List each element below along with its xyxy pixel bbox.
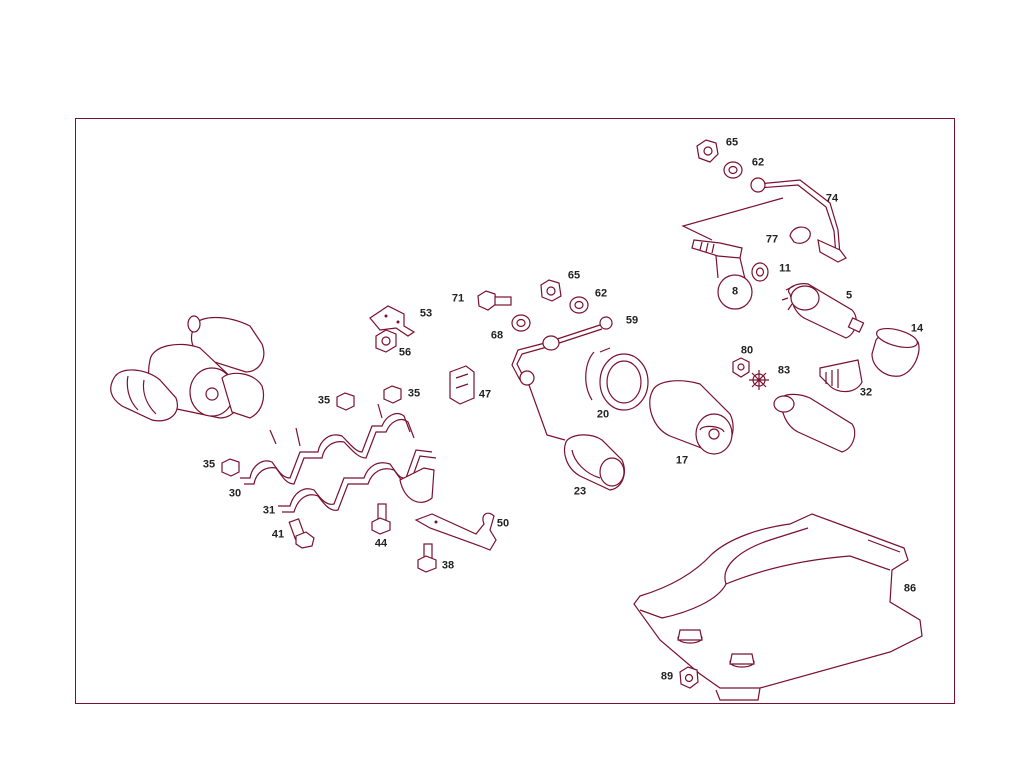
diagram-frame <box>75 118 955 704</box>
part-label-5: 5 <box>845 289 853 302</box>
part-label-62-center: 62 <box>594 287 608 300</box>
part-label-62-upper: 62 <box>751 156 765 169</box>
part-label-41: 41 <box>271 528 285 541</box>
star-washer-83 <box>749 370 769 390</box>
part-label-83: 83 <box>777 364 791 377</box>
part-label-35-c: 35 <box>202 458 216 471</box>
part-label-56: 56 <box>398 346 412 359</box>
part-label-80: 80 <box>740 344 754 357</box>
circle-8 <box>717 274 753 310</box>
part-label-31: 31 <box>262 504 276 517</box>
washer-62-center <box>569 296 589 314</box>
nut-80 <box>732 357 750 378</box>
washer-62-upper <box>723 161 743 179</box>
rubber-mount-32 <box>819 359 863 393</box>
part-label-65-upper: 65 <box>725 136 739 149</box>
part-label-17: 17 <box>675 454 689 467</box>
part-label-20: 20 <box>596 408 610 421</box>
part-label-68: 68 <box>490 329 504 342</box>
nut-56 <box>375 329 397 353</box>
part-label-47: 47 <box>478 388 492 401</box>
bracket-53 <box>369 305 416 337</box>
damper-23 <box>563 434 625 491</box>
bracket-30 <box>240 403 415 485</box>
pump-5 <box>781 283 865 339</box>
part-label-14: 14 <box>910 322 924 335</box>
nut-35-b <box>383 385 402 404</box>
filter-lower-right <box>773 393 856 453</box>
bolt-41 <box>288 518 315 549</box>
part-label-38: 38 <box>441 559 455 572</box>
fuel-line-59 <box>511 316 613 441</box>
part-label-65-center: 65 <box>567 269 581 282</box>
part-label-44: 44 <box>374 537 388 550</box>
part-label-59: 59 <box>625 314 639 327</box>
part-label-50: 50 <box>496 517 510 530</box>
part-label-89: 89 <box>660 670 674 683</box>
filter-17 <box>649 380 734 455</box>
part-label-77: 77 <box>765 233 779 246</box>
part-label-23: 23 <box>573 485 587 498</box>
part-label-35-a: 35 <box>317 394 331 407</box>
underbody-shield-86 <box>633 513 923 701</box>
nut-65-center <box>540 279 562 302</box>
pump-right-left <box>221 372 265 419</box>
pump-lower-left <box>110 369 178 422</box>
mount-47 <box>449 365 475 405</box>
clamp-77 <box>789 226 847 263</box>
bolt-71 <box>477 290 512 311</box>
bracket-50 <box>414 512 497 551</box>
washer-68 <box>511 314 531 332</box>
part-label-86: 86 <box>903 582 917 595</box>
sleeve-14 <box>871 327 920 377</box>
part-label-71: 71 <box>451 292 465 305</box>
bracket-31 <box>278 449 437 513</box>
part-label-32: 32 <box>859 386 873 399</box>
nut-89 <box>679 666 699 689</box>
bolt-44 <box>371 503 391 535</box>
bolt-38 <box>417 543 437 573</box>
part-label-11: 11 <box>779 262 791 275</box>
part-label-8: 8 <box>731 285 739 298</box>
part-label-74: 74 <box>825 192 839 205</box>
part-label-30: 30 <box>228 487 242 500</box>
nut-35-a <box>336 392 355 411</box>
part-label-53: 53 <box>419 307 433 320</box>
fuel-line-74 <box>750 177 841 256</box>
sleeve-20 <box>585 347 649 411</box>
nut-65-upper <box>696 139 719 163</box>
part-label-35-b: 35 <box>407 387 421 400</box>
leader-line <box>681 197 784 241</box>
fitting-11 <box>691 239 769 282</box>
nut-35-c <box>221 458 240 477</box>
